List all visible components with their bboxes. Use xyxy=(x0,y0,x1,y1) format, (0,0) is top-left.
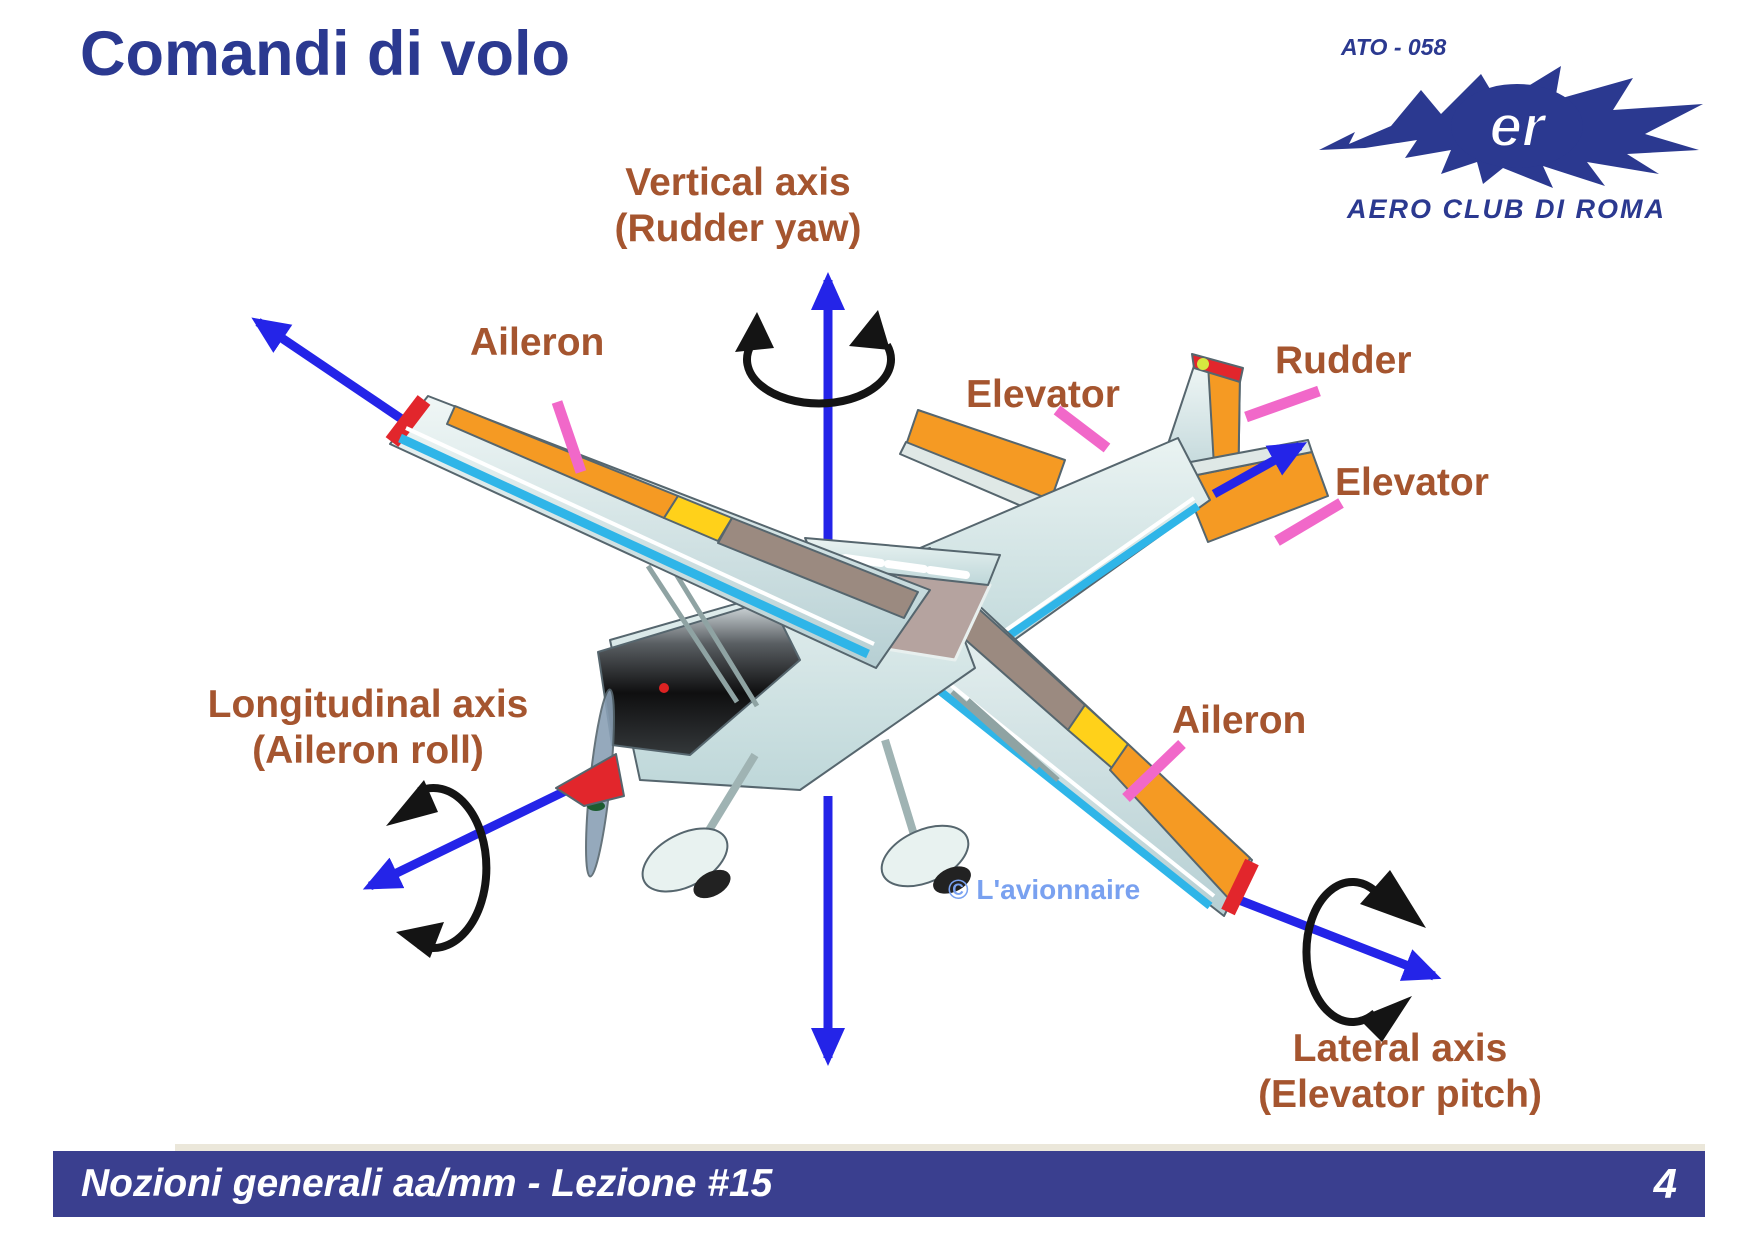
longitudinal-axis-label-line1: Longitudinal axis xyxy=(207,683,529,726)
eagle-logo-icon: er xyxy=(1319,66,1703,188)
lateral-axis-label-line2: (Elevator pitch) xyxy=(1258,1073,1542,1117)
aileron-left-pointer-line xyxy=(551,400,587,474)
footer-bar: Nozioni generali aa/mm - Lezione #15 4 xyxy=(53,1151,1705,1217)
vertical-axis-label: Vertical axis (Rudder yaw) xyxy=(614,160,861,252)
club-name-label: AERO CLUB DI ROMA xyxy=(1347,194,1666,224)
aileron-right-label: Aileron xyxy=(1172,699,1307,742)
elevator-right-pointer-line xyxy=(1274,498,1344,546)
rudder-label: Rudder xyxy=(1275,339,1412,382)
footer-page-number: 4 xyxy=(1653,1160,1677,1207)
pitch-rotation-arrow xyxy=(1302,870,1426,1042)
ato-code-label: ATO - 058 xyxy=(1341,34,1447,60)
footer-lesson-text: Nozioni generali aa/mm - Lezione #15 xyxy=(81,1162,773,1205)
roll-rotation-arrow xyxy=(386,780,491,958)
longitudinal-axis-label: Longitudinal axis (Aileron roll) xyxy=(208,682,529,774)
lateral-axis-label-line1: Lateral axis xyxy=(1292,1027,1508,1070)
lateral-axis-left-arrow xyxy=(251,317,415,430)
aero-club-logo: ATO - 058 er AERO CLUB DI ROMA xyxy=(1305,28,1720,228)
aileron-right-pointer-line xyxy=(1122,740,1186,802)
longitudinal-axis-label-line2: (Aileron roll) xyxy=(252,729,484,773)
label-pointer-lines xyxy=(551,385,1344,802)
copyright-watermark: © L'avionnaire xyxy=(948,874,1141,905)
page-title: Comandi di volo xyxy=(80,19,571,89)
lateral-axis-right-arrow xyxy=(1232,893,1442,981)
lateral-axis-label: Lateral axis (Elevator pitch) xyxy=(1258,1026,1542,1118)
airplane-illustration xyxy=(385,353,1329,917)
aileron-left-label: Aileron xyxy=(470,321,605,364)
yaw-rotation-arrow xyxy=(735,310,895,408)
vertical-axis-label-line2: (Rudder yaw) xyxy=(614,207,862,251)
elevator-right-label: Elevator xyxy=(1335,461,1489,504)
rudder-pointer-line xyxy=(1244,385,1321,423)
elevator-left-pointer-line xyxy=(1053,405,1111,453)
logo-monogram: er xyxy=(1490,94,1548,159)
elevator-left-label: Elevator xyxy=(966,373,1120,416)
vertical-axis-label-line1: Vertical axis xyxy=(625,161,851,204)
longitudinal-axis-tail-arrow xyxy=(1211,442,1307,498)
footer-accent-strip xyxy=(175,1144,1705,1151)
